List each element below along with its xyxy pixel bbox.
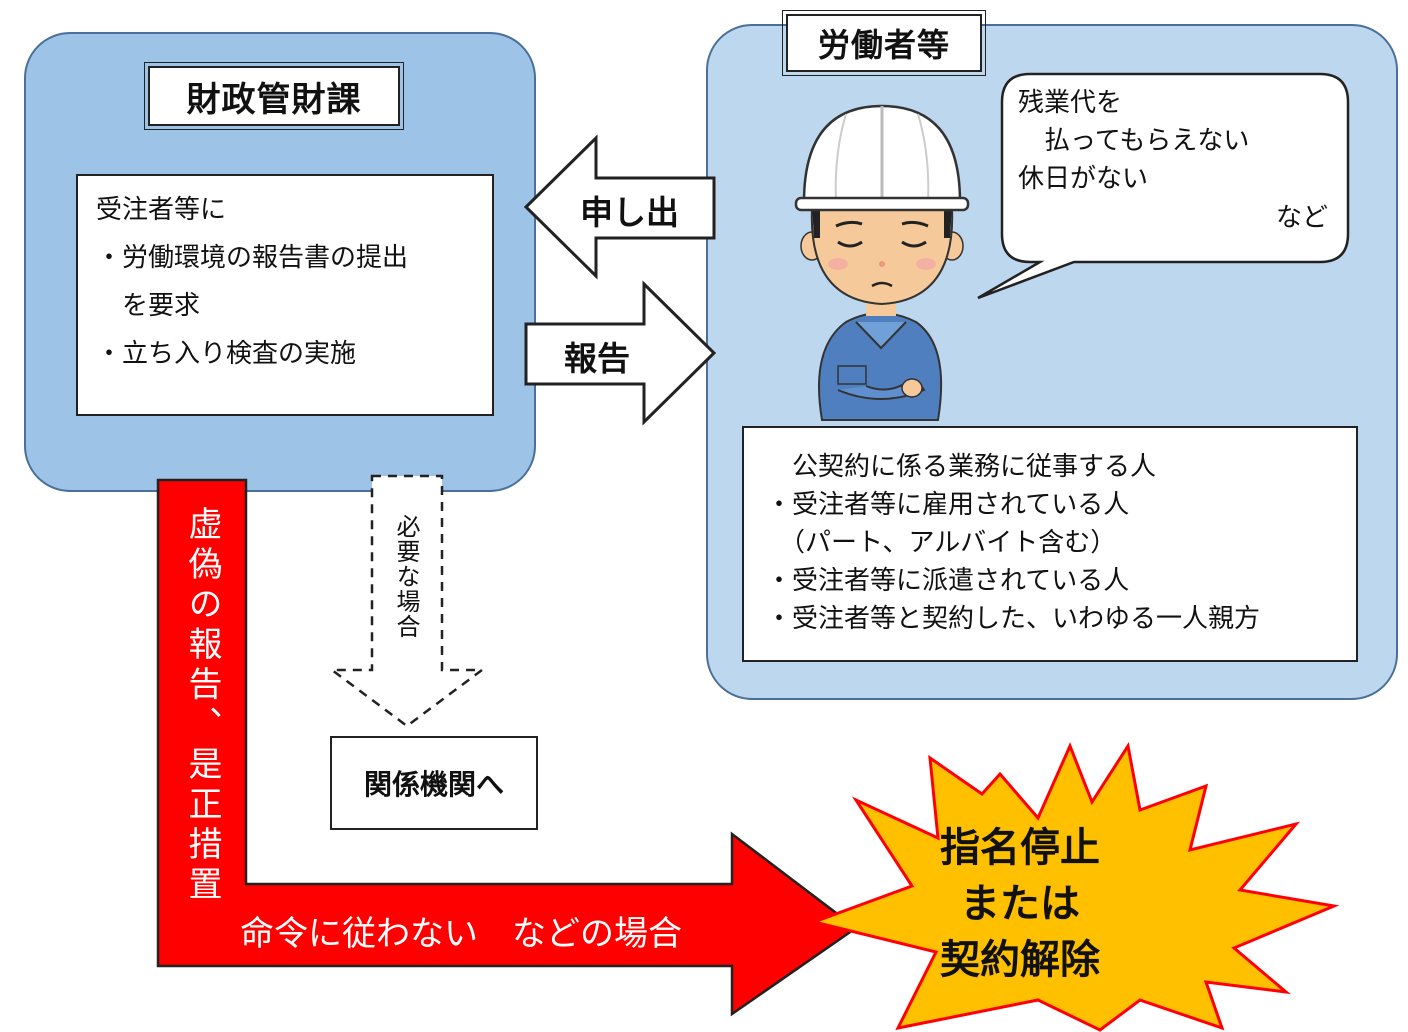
worker-line-3: （パート、アルバイト含む） xyxy=(766,528,1117,558)
false-report-label: 虚偽の報告、是正措置 xyxy=(182,506,222,906)
speech-line-4: など xyxy=(1276,203,1329,233)
burst-text: 指名停止 または 契約解除 xyxy=(920,820,1120,988)
worker-line-5: ・受注者等と契約した、いわゆる一人親方 xyxy=(766,604,1261,634)
speech-bubble xyxy=(977,72,1350,300)
report-label: 報告 xyxy=(564,339,630,378)
speech-line-1: 残業代を xyxy=(1018,88,1123,118)
penalty-burst xyxy=(810,742,1340,1032)
noncompliance-label: 命令に従わない などの場合 xyxy=(240,914,682,954)
finance-action-line-3: を要求 xyxy=(96,291,201,321)
worker-line-4: ・受注者等に派遣されている人 xyxy=(766,566,1130,596)
finance-division-title: 財政管財課 xyxy=(144,62,404,130)
burst-line-3: 契約解除 xyxy=(940,937,1100,983)
worker-with-helmet-icon xyxy=(794,104,970,421)
workers-title: 労働者等 xyxy=(782,10,986,76)
speech-text: 残業代を 払ってもらえない 休日がない xyxy=(1018,84,1249,198)
related-agencies-label: 関係機関へ xyxy=(363,768,504,801)
report-request-arrow xyxy=(523,134,716,280)
finance-action-line-1: 受注者等に xyxy=(96,195,227,225)
worker-line-1: 公契約に係る業務に従事する人 xyxy=(766,452,1157,482)
finance-action-line-4: ・立ち入り検査の実施 xyxy=(96,339,357,369)
speech-line-3: 休日がない xyxy=(1018,164,1149,194)
finance-actions-box: 受注者等に ・労働環境の報告書の提出 を要求 ・立ち入り検査の実施 xyxy=(76,174,494,416)
report-request-label: 申し出 xyxy=(580,193,679,232)
related-agencies-box: 関係機関へ xyxy=(330,736,538,830)
burst-line-2: または xyxy=(960,881,1080,927)
worker-line-2: ・受注者等に雇用されている人 xyxy=(766,490,1130,520)
finance-action-line-2: ・労働環境の報告書の提出 xyxy=(96,243,409,273)
if-needed-arrow xyxy=(330,474,486,728)
worker-definition-box: 公契約に係る業務に従事する人 ・受注者等に雇用されている人 （パート、アルバイト… xyxy=(742,426,1358,662)
report-arrow xyxy=(524,280,717,426)
speech-line-2: 払ってもらえない xyxy=(1018,126,1250,156)
if-needed-label: 必要な場合 xyxy=(392,514,420,639)
penalty-arrow xyxy=(156,478,859,1017)
burst-line-1: 指名停止 xyxy=(940,825,1100,871)
